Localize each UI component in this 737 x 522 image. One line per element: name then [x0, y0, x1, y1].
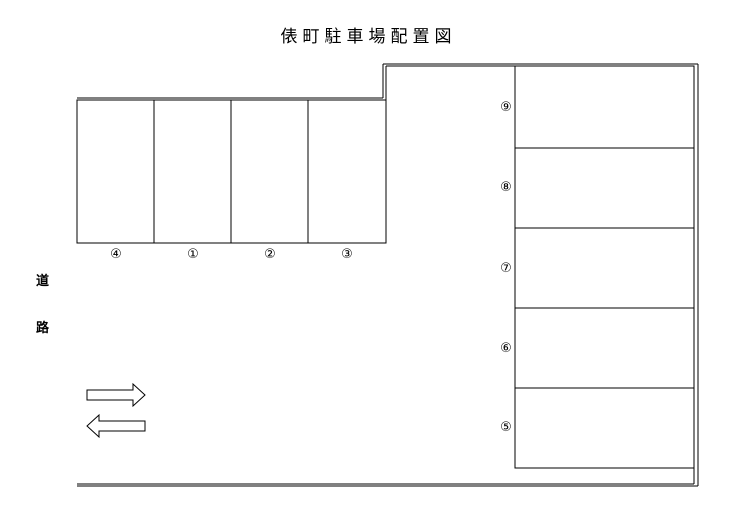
space-3 [307, 99, 387, 244]
space-4 [76, 99, 155, 244]
space-label-8: ⑧ [500, 180, 512, 195]
space-label-7: ⑦ [500, 261, 512, 276]
space-label-1: ① [187, 247, 199, 262]
space-2 [230, 99, 309, 244]
space-1 [153, 99, 232, 244]
space-label-2: ② [264, 247, 276, 262]
space-5 [514, 387, 695, 469]
road-label-char-2: 路 [36, 321, 50, 336]
right-column-spaces [514, 65, 695, 469]
arrow-left-icon [86, 413, 146, 439]
space-label-3: ③ [341, 247, 353, 262]
space-8 [514, 147, 695, 229]
space-9 [514, 65, 695, 149]
space-label-9: ⑨ [500, 100, 512, 115]
arrow-right-icon [86, 382, 146, 408]
space-label-6: ⑥ [500, 341, 512, 356]
space-6 [514, 307, 695, 389]
road-label-char-1: 道 [36, 274, 50, 289]
space-7 [514, 227, 695, 309]
space-label-4: ④ [110, 247, 122, 262]
diagram-title: 俵町駐車場配置図 [280, 27, 457, 47]
bottom-row-spaces [76, 99, 387, 244]
space-label-5: ⑤ [500, 420, 512, 435]
